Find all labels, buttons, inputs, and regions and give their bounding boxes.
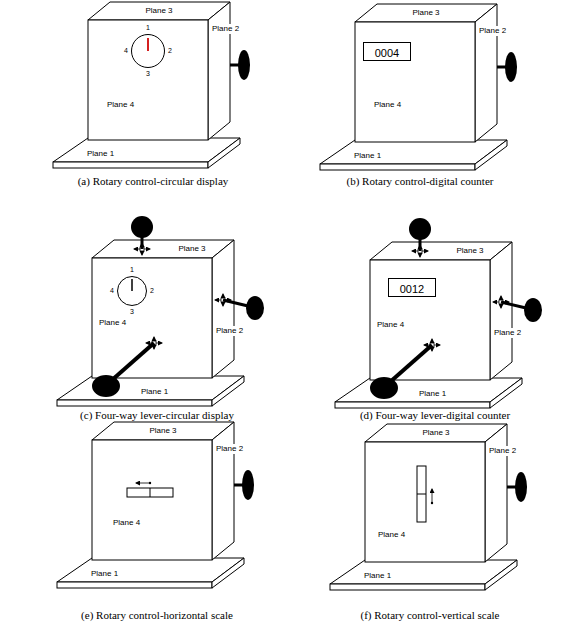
dial-number: 1 xyxy=(130,266,134,274)
dial-number: 1 xyxy=(146,24,150,32)
dial-display: 1423 xyxy=(117,276,147,306)
dial-number: 4 xyxy=(110,287,114,295)
plane-label: Plane 2 xyxy=(488,446,517,456)
plane-label: Plane 3 xyxy=(144,6,173,16)
dial-number: 3 xyxy=(146,70,150,78)
plane-label: Plane 4 xyxy=(373,100,402,110)
dial-number: 2 xyxy=(150,287,154,295)
rotary-vertical-apparatus xyxy=(330,424,527,590)
plane-label: Plane 2 xyxy=(493,328,522,338)
plane-label: Plane 1 xyxy=(86,149,115,159)
figure-caption: (c) Four-way lever-circular display xyxy=(80,408,234,422)
rotary-counter-apparatus xyxy=(320,4,517,170)
rotary-horizontal-apparatus xyxy=(57,422,254,588)
plane-label: Plane 4 xyxy=(98,318,127,328)
plane-label: Plane 3 xyxy=(421,428,450,438)
plane-label: Plane 4 xyxy=(376,320,405,330)
plane-label: Plane 2 xyxy=(215,444,244,454)
dial-number: 2 xyxy=(168,47,172,55)
plane-label: Plane 1 xyxy=(363,571,392,581)
dial-number: 3 xyxy=(130,308,134,316)
digital-counter: 0004 xyxy=(363,42,411,61)
plane-label: Plane 2 xyxy=(211,24,240,34)
plane-label: Plane 3 xyxy=(177,244,206,254)
lever-circular-apparatus xyxy=(57,216,264,406)
figure-caption: (f) Rotary control-vertical scale xyxy=(361,608,500,622)
dial-number: 4 xyxy=(124,47,128,55)
plane-label: Plane 4 xyxy=(377,530,406,540)
plane-label: Plane 1 xyxy=(418,389,447,399)
plane-label: Plane 3 xyxy=(455,246,484,256)
figure-caption: (e) Rotary control-horizontal scale xyxy=(81,608,233,622)
figure-caption: (b) Rotary control-digital counter xyxy=(347,174,494,188)
plane-label: Plane 2 xyxy=(215,326,244,336)
plane-label: Plane 3 xyxy=(411,8,440,18)
rotary-circular-apparatus xyxy=(53,2,250,168)
counter-value: 0004 xyxy=(375,45,399,62)
plane-label: Plane 1 xyxy=(353,151,382,161)
plane-label: Plane 4 xyxy=(106,100,135,110)
plane-label: Plane 1 xyxy=(90,569,119,579)
figure-caption: (d) Four-way lever-digital counter xyxy=(360,408,510,422)
lever-counter-apparatus xyxy=(335,218,542,408)
digital-counter: 0012 xyxy=(388,278,436,297)
dial-display: 1423 xyxy=(131,34,165,68)
plane-label: Plane 3 xyxy=(148,426,177,436)
figure-caption: (a) Rotary control-circular display xyxy=(78,174,229,188)
counter-value: 0012 xyxy=(400,281,424,298)
plane-label: Plane 2 xyxy=(478,26,507,36)
plane-label: Plane 4 xyxy=(112,518,141,528)
plane-label: Plane 1 xyxy=(140,387,169,397)
